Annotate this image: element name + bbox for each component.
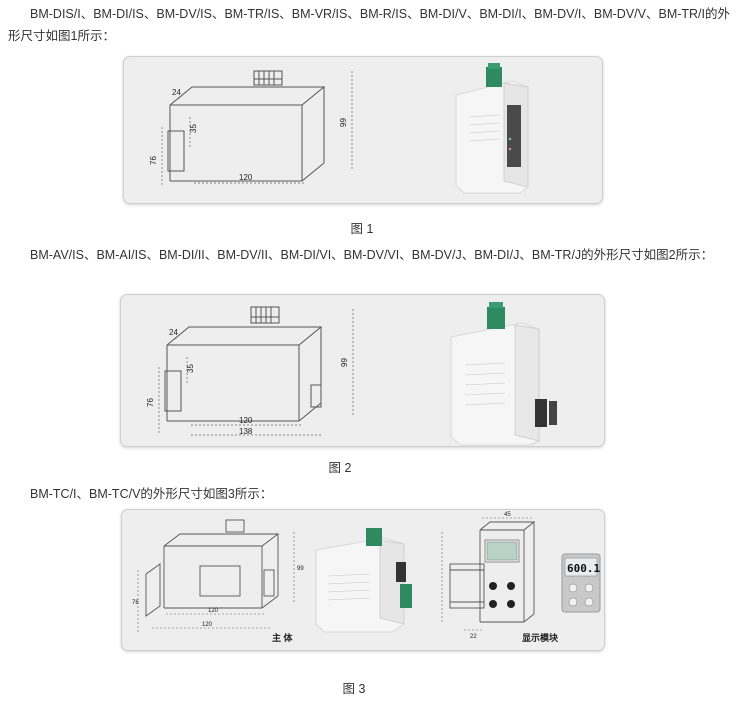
dim-35: 35 [186,364,195,373]
figure-3-drawing: 120 120 99 76 主 体 [132,512,601,643]
dim-99: 99 [340,358,349,367]
dim-24: 24 [169,328,178,337]
product-photo-figure-1 [455,63,529,194]
paragraph-fig1-models: BM-DIS/I、BM-DI/IS、BM-DV/IS、BM-TR/IS、BM-V… [8,7,731,43]
dim-35: 35 [189,124,198,133]
dim-120: 120 [239,416,253,425]
figure-2-drawing: 24 35 76 99 120 138 [146,302,557,446]
dim-24: 24 [172,88,181,97]
dim-99: 99 [297,566,304,572]
dim-22: 22 [470,634,477,640]
label-main-body: 主 体 [272,632,294,643]
dim-120-top: 120 [208,608,219,614]
module-outline-drawing [167,70,326,182]
display-readout: 600.1 [567,562,600,575]
dim-99: 99 [339,118,348,127]
paragraph-fig2-models: BM-AV/IS、BM-AI/IS、BM-DI/II、BM-DV/II、BM-D… [30,248,714,262]
dim-76: 76 [149,156,158,165]
caption-figure-1: 图 1 [350,222,374,236]
main-body-outline-drawing [145,519,280,617]
paragraph-fig3-models: BM-TC/I、BM-TC/V的外形尺寸如图3所示： [30,487,273,501]
dim-120: 120 [239,173,253,182]
product-photo-figure-2 [450,302,557,446]
dim-76: 76 [146,398,155,407]
display-panel-photo: 600.1 [561,553,601,613]
figure-1-drawing: 24 35 76 99 120 [149,63,529,194]
dim-120-bottom: 120 [202,622,213,628]
figure-3-panel: 120 120 99 76 主 体 [121,509,605,651]
dim-45: 45 [504,512,511,518]
module-outline-drawing-2 [164,306,323,422]
display-module-outline-drawing [449,521,536,623]
figure-2-panel: 24 35 76 99 120 138 [120,294,605,447]
dim-76: 76 [132,600,139,606]
display-module-buttons [489,582,515,608]
figure-1-panel: 24 35 76 99 120 [123,56,603,204]
caption-figure-3: 图 3 [342,682,366,696]
label-display-module: 显示模块 [522,632,559,643]
product-photo-figure-3 [315,528,412,633]
dim-138: 138 [239,427,253,436]
caption-figure-2: 图 2 [328,461,352,475]
